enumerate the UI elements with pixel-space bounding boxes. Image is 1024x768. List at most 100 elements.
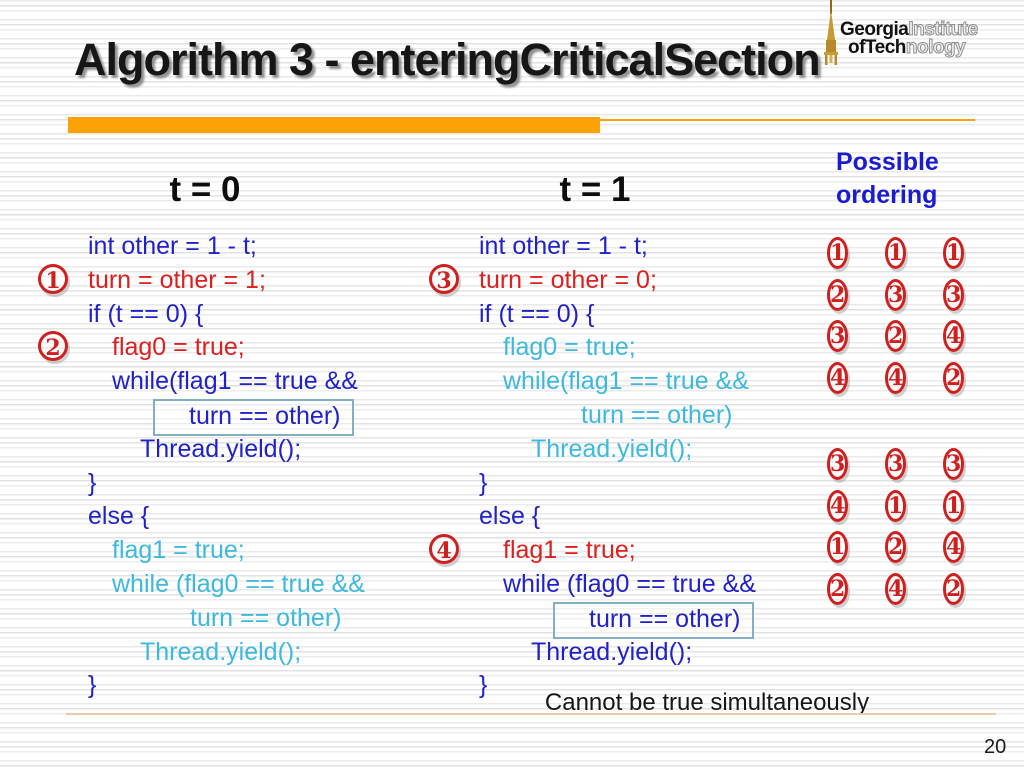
highlight-box: turn == other) bbox=[153, 398, 355, 436]
code-text: flag1 = true; bbox=[503, 536, 636, 565]
circled-number: 1 bbox=[827, 531, 849, 563]
circled-number: 4 bbox=[885, 361, 907, 394]
code-line: } bbox=[479, 669, 869, 703]
logo-nology: nology bbox=[905, 37, 966, 58]
code-text: while(flag1 == true && bbox=[112, 367, 358, 396]
circled-number: 2 bbox=[885, 320, 907, 352]
logo-georgia: Georgia bbox=[840, 19, 909, 40]
code-line: while(flag1 == true && bbox=[88, 365, 478, 399]
ordering-cell: 3 bbox=[885, 278, 943, 323]
possible-ordering-line1: Possible bbox=[836, 148, 939, 176]
title-underline-bar bbox=[68, 117, 600, 133]
ordering-cell: 1 bbox=[885, 237, 943, 281]
circled-number: 1 bbox=[885, 237, 907, 269]
circled-number: 3 bbox=[827, 448, 849, 480]
circled-number: 2 bbox=[885, 531, 907, 563]
slide-title: Algorithm 3 - enteringCriticalSection bbox=[74, 34, 821, 85]
code-text: int other = 1 - t; bbox=[479, 232, 648, 260]
code-text: flag0 = true; bbox=[503, 333, 636, 362]
code-line: } bbox=[88, 669, 478, 703]
circled-number: 4 bbox=[943, 320, 965, 352]
step-marker: 3 bbox=[429, 263, 459, 294]
code-text: int other = 1 - t; bbox=[88, 232, 257, 260]
ordering-cell: 4 bbox=[943, 320, 1001, 364]
ordering-cell: 3 bbox=[943, 448, 1001, 492]
ordering-cell: 4 bbox=[827, 489, 885, 534]
code-line: } bbox=[479, 467, 869, 501]
code-line: int other = 1 - t; bbox=[88, 230, 478, 264]
ordering-cell: 3 bbox=[885, 448, 943, 492]
code-text: flag0 = true; bbox=[112, 333, 245, 362]
ordering-cell: 2 bbox=[943, 572, 1001, 617]
code-text: } bbox=[479, 468, 488, 497]
ordering-cell: 3 bbox=[827, 448, 885, 492]
logo-line-2: ofTechnology bbox=[840, 37, 978, 58]
circled-number: 2 bbox=[943, 572, 965, 605]
ordering-cell: 1 bbox=[943, 237, 1001, 281]
code-line: Thread.yield(); bbox=[88, 636, 478, 670]
circled-number: 4 bbox=[943, 531, 965, 563]
code-line: while (flag0 == true && bbox=[88, 568, 478, 602]
circled-number: 1 bbox=[885, 489, 907, 522]
possible-ordering-heading: Possible ordering bbox=[836, 146, 939, 212]
code-text: Thread.yield(); bbox=[140, 434, 302, 463]
column-heading-t1: t = 1 bbox=[559, 170, 631, 209]
code-text: Thread.yield(); bbox=[140, 637, 302, 666]
ordering-cell: 3 bbox=[827, 320, 885, 364]
footnote-cannot-be-true: Cannot be true simultaneously bbox=[544, 689, 870, 716]
circled-number: 1 bbox=[943, 489, 965, 522]
code-line: turn == other) bbox=[88, 602, 478, 636]
code-line: flag0 = true; bbox=[479, 331, 869, 365]
bottom-rule bbox=[66, 713, 996, 715]
code-line: 4 flag1 = true; bbox=[429, 534, 869, 568]
code-line: 2 flag0 = true; bbox=[38, 331, 478, 365]
step-marker: 2 bbox=[38, 331, 68, 362]
code-text: else { bbox=[88, 502, 150, 531]
code-line: Thread.yield(); bbox=[479, 636, 869, 670]
ordering-cell: 2 bbox=[827, 572, 885, 617]
code-text: if (t == 0) { bbox=[88, 299, 204, 328]
logo-text: GeorgiaInstitute ofTechnology bbox=[840, 19, 979, 58]
circled-number: 4 bbox=[885, 572, 907, 605]
highlight-box: turn == other) bbox=[553, 601, 755, 639]
code-text: turn == other) bbox=[190, 603, 342, 632]
code-text: turn == other) bbox=[581, 400, 733, 429]
code-line: } bbox=[88, 467, 478, 501]
code-text: turn = other = 1; bbox=[88, 265, 266, 294]
title-underline-rule bbox=[600, 119, 975, 121]
circled-number: 2 bbox=[827, 572, 849, 605]
code-line: Thread.yield(); bbox=[88, 433, 478, 467]
code-text: if (t == 0) { bbox=[479, 299, 595, 328]
code-line: int other = 1 - t; bbox=[479, 230, 869, 264]
ordering-cell: 1 bbox=[827, 237, 885, 281]
code-line: turn == other) bbox=[479, 601, 869, 639]
code-text: } bbox=[88, 468, 97, 497]
code-line: flag1 = true; bbox=[88, 534, 478, 568]
possible-ordering-line2: ordering bbox=[836, 181, 938, 209]
code-line: while (flag0 == true && bbox=[479, 568, 869, 602]
logo-of-tech: ofTech bbox=[848, 37, 906, 58]
circled-number: 2 bbox=[943, 361, 965, 394]
ordering-cell: 2 bbox=[943, 361, 1001, 406]
ordering-cell: 3 bbox=[943, 278, 1001, 323]
ordering-cell: 4 bbox=[827, 361, 885, 406]
ordering-cell: 2 bbox=[885, 320, 943, 364]
tech-tower-icon bbox=[824, 0, 838, 65]
code-text: } bbox=[88, 671, 97, 700]
code-line: else { bbox=[88, 500, 478, 534]
code-text: flag1 = true; bbox=[112, 536, 245, 565]
code-line: if (t == 0) { bbox=[88, 298, 478, 332]
circled-number: 3 bbox=[943, 448, 965, 480]
code-text: Thread.yield(); bbox=[531, 434, 693, 463]
circled-number: 3 bbox=[943, 278, 965, 311]
step-marker: 4 bbox=[429, 534, 459, 565]
code-line: turn == other) bbox=[88, 398, 478, 436]
code-text: else { bbox=[479, 502, 541, 531]
step-marker: 1 bbox=[38, 263, 68, 294]
code-line: turn == other) bbox=[479, 399, 869, 433]
logo-institute: Institute bbox=[908, 19, 979, 40]
